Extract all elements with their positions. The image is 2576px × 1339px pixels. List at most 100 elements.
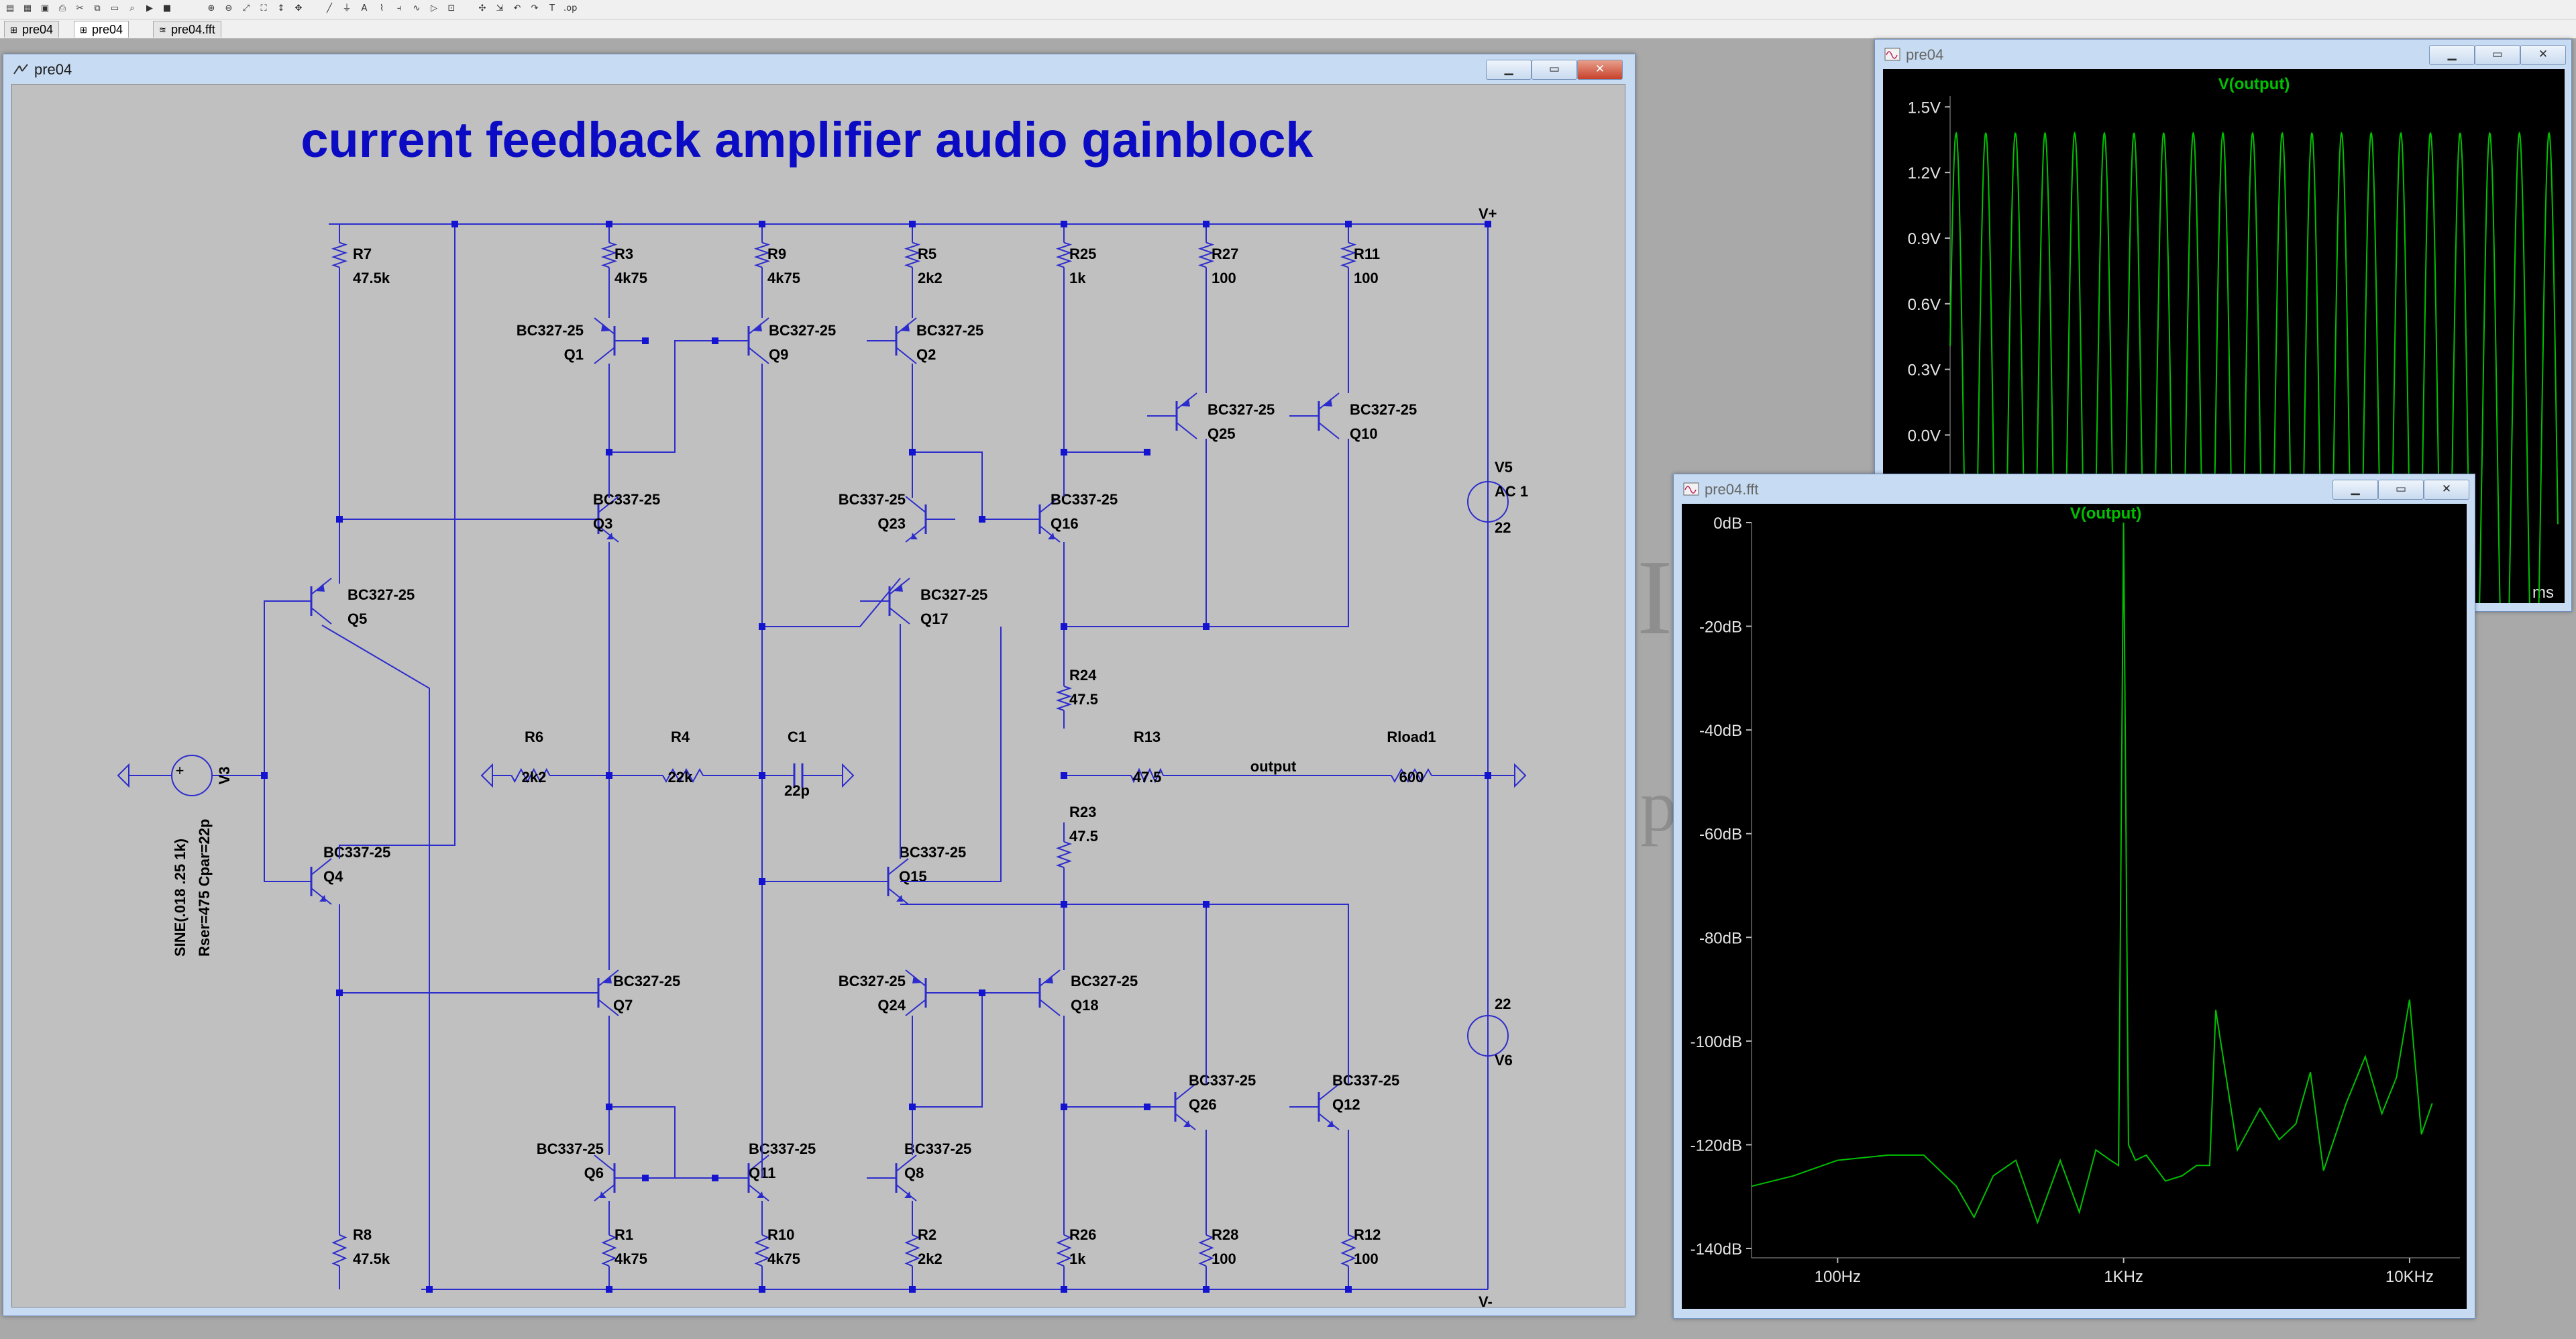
drag-icon[interactable]: ⇲ xyxy=(496,3,504,13)
transient-window-titlebar[interactable]: pre04 ▁ ▭ ✕ xyxy=(1875,40,2571,69)
resistor-r13 xyxy=(1130,767,1164,784)
redo-icon[interactable]: ↷ xyxy=(531,3,539,13)
component-icon[interactable]: ⊡ xyxy=(447,3,455,13)
resistor-icon[interactable]: ⌇ xyxy=(379,3,384,13)
move-icon[interactable]: ✣ xyxy=(478,3,486,13)
zoom-in-icon[interactable]: ⊕ xyxy=(207,3,215,13)
junction-dot xyxy=(1061,772,1067,779)
schematic-drawing[interactable]: current feedback amplifier audio gainblo… xyxy=(12,85,1625,1307)
y-tick-label: -20dB xyxy=(1699,619,1742,637)
schematic-window[interactable]: pre04 ▁ ▭ ✕ current feedback amplifier a… xyxy=(3,54,1635,1316)
open-icon[interactable]: ▦ xyxy=(23,3,32,13)
schematic-canvas[interactable]: current feedback amplifier audio gainblo… xyxy=(11,84,1625,1307)
resistor-r6 xyxy=(511,767,551,784)
fft-window-titlebar[interactable]: pre04.fft ▁ ▭ ✕ xyxy=(1674,474,2475,504)
transistor-type-q11: BC337-25 xyxy=(749,1140,816,1157)
print-icon[interactable]: ⎙ xyxy=(58,3,66,13)
transistor-arrow xyxy=(1327,1120,1334,1127)
junction-dot xyxy=(759,623,765,630)
inductor-icon[interactable]: ∿ xyxy=(413,3,421,13)
resistor-value-r24: 47.5 xyxy=(1069,691,1098,708)
minimize-button[interactable]: ▁ xyxy=(2429,45,2475,65)
tab-fft[interactable]: ≋pre04.fft xyxy=(153,21,221,38)
find-icon[interactable]: ⌕ xyxy=(129,3,135,13)
resistor-ref-r8: R8 xyxy=(353,1226,372,1243)
transistor-type-q24: BC327-25 xyxy=(839,973,906,989)
document-tab-bar: ⊞pre04 ⊞pre04 ≋pre04.fft xyxy=(0,19,2576,39)
minimize-button[interactable]: ▁ xyxy=(1486,60,1532,80)
transistor-ref-q1: Q1 xyxy=(564,346,584,363)
paste-icon[interactable]: ▭ xyxy=(110,3,119,13)
transistor-collector xyxy=(1039,496,1061,513)
junction-dot xyxy=(642,1175,649,1181)
close-button[interactable]: ✕ xyxy=(2520,45,2566,65)
wire xyxy=(1206,439,1349,627)
transistor-ref-q8: Q8 xyxy=(904,1165,924,1181)
transistor-arrow xyxy=(900,323,910,331)
capacitor-icon[interactable]: ⫞ xyxy=(396,3,402,13)
pan-icon[interactable]: ✥ xyxy=(294,3,303,13)
fft-plot-area[interactable]: V(output)0dB-20dB-40dB-60dB-80dB-100dB-1… xyxy=(1682,504,2467,1309)
autorange-icon[interactable]: ↕ xyxy=(277,3,285,13)
transistor-emitter xyxy=(896,1184,917,1201)
diode-icon[interactable]: ▷ xyxy=(431,3,437,13)
resistor-value-r6: 2k2 xyxy=(522,769,547,786)
resistor-ref-r11: R11 xyxy=(1354,246,1380,262)
zoom-out-icon[interactable]: ⊖ xyxy=(225,3,233,13)
transistor-type-q15: BC337-25 xyxy=(899,844,966,861)
resistor-r23 xyxy=(1056,841,1072,869)
transistor-arrow xyxy=(753,323,762,331)
junction-dot xyxy=(909,1104,916,1110)
junction-dot xyxy=(606,1104,612,1110)
maximize-button[interactable]: ▭ xyxy=(2378,480,2424,500)
transistor-arrow xyxy=(1048,533,1055,539)
zoom-fit-icon[interactable]: ⤢ xyxy=(242,3,250,13)
source-ref-v6: V6 xyxy=(1495,1052,1513,1069)
vplus-label: V+ xyxy=(1479,205,1497,222)
spice-directive-icon[interactable]: .op xyxy=(564,3,578,13)
maximize-button[interactable]: ▭ xyxy=(2475,45,2520,65)
wire xyxy=(339,224,455,859)
resistor-value-r26: 1k xyxy=(1069,1250,1086,1267)
label-icon[interactable]: A xyxy=(361,3,368,13)
schematic-window-titlebar[interactable]: pre04 ▁ ▭ ✕ xyxy=(3,54,1635,84)
fft-plot-window[interactable]: pre04.fft ▁ ▭ ✕ V(output)0dB-20dB-40dB-6… xyxy=(1673,474,2475,1319)
transistor-arrow xyxy=(319,895,326,902)
transistor-emitter xyxy=(896,347,917,364)
junction-dot xyxy=(451,221,458,227)
resistor-r1 xyxy=(601,1234,617,1267)
undo-icon[interactable]: ↶ xyxy=(513,3,521,13)
transistor-arrow xyxy=(757,1191,763,1198)
resistor-r5 xyxy=(904,242,921,268)
ground-icon[interactable]: ⏚ xyxy=(342,3,352,13)
close-button[interactable]: ✕ xyxy=(2424,480,2469,500)
maximize-button[interactable]: ▭ xyxy=(1532,60,1577,80)
x-axis-unit-fragment: ms xyxy=(2532,584,2554,602)
junction-dot xyxy=(1345,1286,1352,1293)
halt-icon[interactable]: ■ xyxy=(162,3,172,13)
ground-symbol xyxy=(1514,763,1527,788)
run-icon[interactable]: ▶ xyxy=(146,3,153,13)
new-schematic-icon[interactable]: ▤ xyxy=(5,3,15,13)
fft-plot[interactable]: V(output)0dB-20dB-40dB-60dB-80dB-100dB-1… xyxy=(1682,504,2467,1309)
junction-dot xyxy=(261,772,268,779)
y-tick-label: -140dB xyxy=(1690,1240,1742,1258)
resistor-value-r2: 2k2 xyxy=(918,1250,943,1267)
copy-icon[interactable]: ⧉ xyxy=(94,3,101,13)
main-toolbar: ▤ ▦ ▣ ⎙ ✂ ⧉ ▭ ⌕ ▶ ■ ⊕ ⊖ ⤢ ⛶ ↕ ✥ ╱ ⏚ A ⌇ ⫞ ∿ ▷ ⊡ ✣ ⇲ ↶ ↷ T .op xyxy=(0,0,2576,19)
cut-icon[interactable]: ✂ xyxy=(76,3,84,13)
text-icon[interactable]: T xyxy=(549,3,555,13)
x-tick-label: 1KHz xyxy=(2104,1268,2143,1286)
source-value-v6: 22 xyxy=(1495,996,1511,1012)
junction-dot xyxy=(979,989,985,996)
transistor-type-q7: BC327-25 xyxy=(613,973,680,989)
close-button[interactable]: ✕ xyxy=(1577,60,1623,80)
tab-schematic-1[interactable]: ⊞pre04 xyxy=(4,21,60,38)
minimize-button[interactable]: ▁ xyxy=(2332,480,2378,500)
source-ref-v5: V5 xyxy=(1495,459,1513,476)
wire-icon[interactable]: ╱ xyxy=(327,3,332,13)
save-icon[interactable]: ▣ xyxy=(40,3,50,13)
transistor-arrow xyxy=(912,975,922,983)
zoom-full-icon[interactable]: ⛶ xyxy=(260,3,267,13)
tab-schematic-2[interactable]: ⊞pre04 xyxy=(74,21,129,38)
